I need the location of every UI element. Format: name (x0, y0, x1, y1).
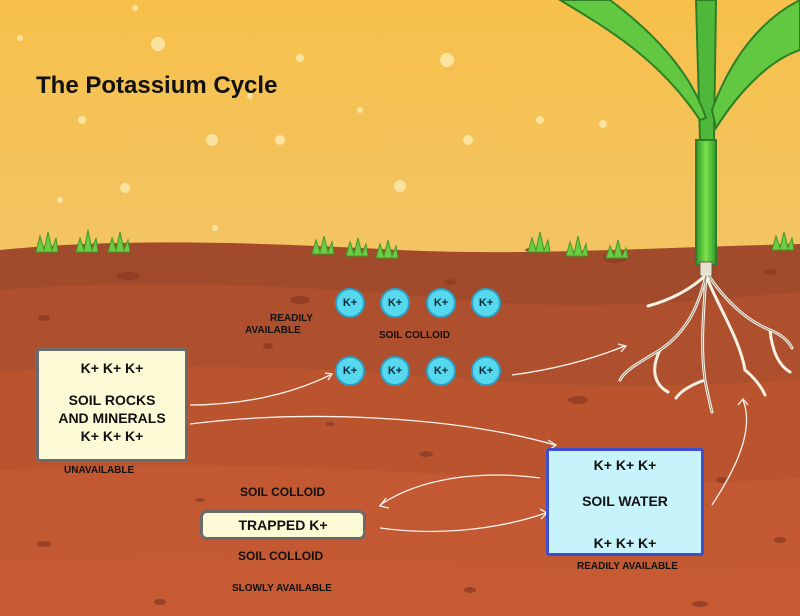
roots-outline (619, 274, 793, 413)
plant (558, 0, 800, 277)
soil-layer-5 (0, 554, 800, 616)
label-readily-available-line1: READILY (270, 313, 313, 324)
ion-colloid-bottom-1: K+ (335, 356, 365, 386)
rocks-k-line-top: K+ K+ K+ (80, 360, 144, 376)
label-readily-available-line2: AVAILABLE (245, 325, 301, 336)
ion-colloid-top-4: K+ (471, 288, 501, 318)
soil-water-box: K+ K+ K+ SOIL WATER K+ K+ K+ (546, 448, 704, 556)
trapped-k-box: TRAPPED K+ (200, 510, 366, 540)
ion-colloid-top-1: K+ (335, 288, 365, 318)
label-soil-colloid-below-trapped: SOIL COLLOID (238, 549, 324, 563)
ion-colloid-bottom-4: K+ (471, 356, 501, 386)
label-readily-available-water: READILY AVAILABLE (577, 561, 678, 572)
soil-rocks-minerals-box: K+ K+ K+ SOIL ROCKS AND MINERALS K+ K+ K… (36, 348, 188, 462)
rocks-title-line1: SOIL ROCKS (68, 392, 156, 408)
grass-tufts (35, 229, 795, 259)
water-k-line-top: K+ K+ K+ (593, 457, 657, 473)
water-title: SOIL WATER (582, 493, 668, 509)
flow-arrows (189, 343, 749, 533)
rocks-title-line2: AND MINERALS (58, 410, 166, 426)
water-k-line-bottom: K+ K+ K+ (593, 535, 657, 551)
page-title: The Potassium Cycle (36, 72, 278, 99)
ion-colloid-bottom-2: K+ (380, 356, 410, 386)
label-unavailable: UNAVAILABLE (64, 465, 135, 476)
ion-colloid-bottom-3: K+ (426, 356, 456, 386)
trapped-k-label: TRAPPED K+ (238, 517, 328, 533)
label-soil-colloid-above-trapped: SOIL COLLOID (240, 485, 326, 499)
ion-colloid-top-2: K+ (380, 288, 410, 318)
rocks-k-line-bottom: K+ K+ K+ (80, 428, 144, 444)
label-slowly-available: SLOWLY AVAILABLE (232, 583, 332, 594)
label-soil-colloid-mid: SOIL COLLOID (379, 330, 450, 341)
ion-colloid-top-3: K+ (426, 288, 456, 318)
